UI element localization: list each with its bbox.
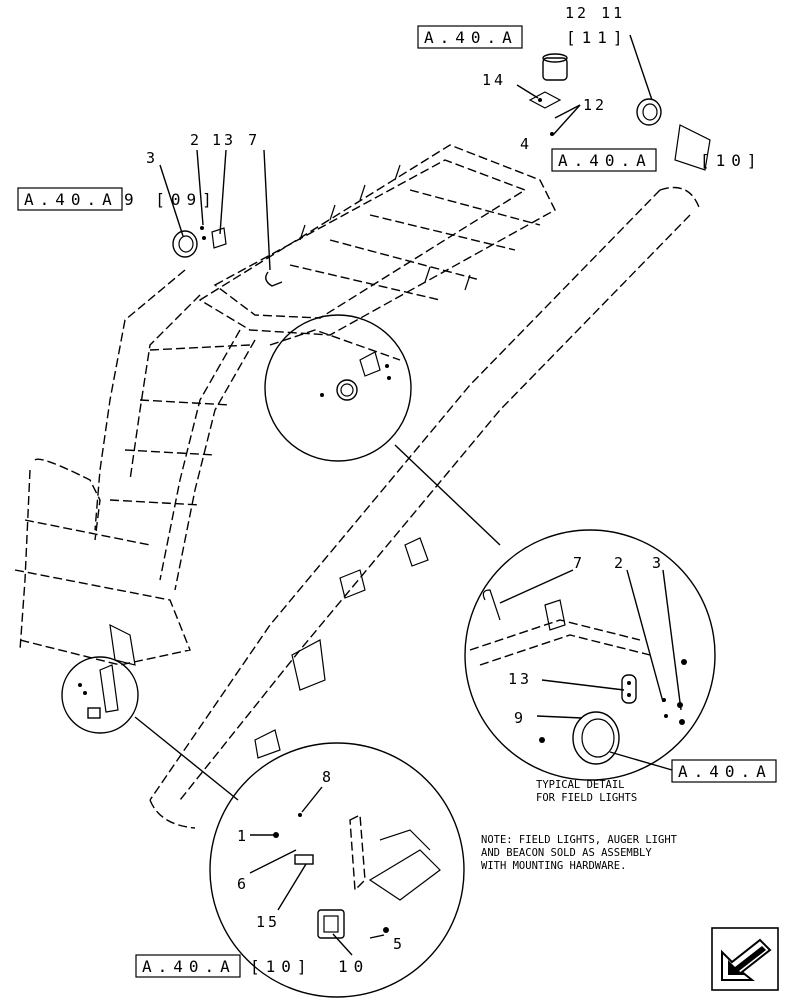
ref-bottom[interactable]: A.40.A [10] 10 [135, 954, 369, 978]
callout-12: 12 [583, 96, 607, 114]
callout-2-top: 2 [190, 131, 202, 149]
ref-right-label[interactable]: A.40.A [558, 151, 652, 170]
detail-circle-auger-light [209, 742, 465, 998]
note-line-2: AND BEACON SOLD AS ASSEMBLY [481, 847, 652, 859]
ref-top-label[interactable]: A.40.A [424, 28, 518, 47]
ref-left[interactable]: A.40.A 9 [09] [17, 187, 218, 211]
callout-7: 7 [573, 554, 585, 572]
callout-numbers: 12 11 14 12 4 3 2 13 7 7 2 3 13 9 8 1 6 … [146, 4, 664, 953]
next-page-arrow-icon[interactable] [711, 927, 779, 991]
ref-bottom-label[interactable]: A.40.A [142, 957, 236, 976]
ref-right-bracket[interactable]: [10] [700, 151, 763, 170]
callout-13-7: 13 7 [212, 131, 260, 149]
platform-frame [198, 144, 556, 336]
callout-3-detail: 3 [652, 554, 664, 572]
callout-4: 4 [520, 135, 532, 153]
ladder-frame [14, 269, 256, 666]
ref-right[interactable]: A.40.A [10] [551, 148, 763, 172]
callout-15: 15 [256, 913, 280, 931]
detail-link-upper [394, 444, 501, 546]
detail-link-small [134, 716, 239, 801]
ref-top[interactable]: A.40.A [11] [417, 25, 629, 49]
detail-circle-upper [264, 314, 412, 462]
callout-14: 14 [482, 71, 506, 89]
field-light-left [172, 226, 283, 287]
ref-top-bracket[interactable]: [11] [566, 28, 629, 47]
auger-tube [149, 186, 701, 829]
note-line-3: WITH MOUNTING HARDWARE. [481, 860, 626, 872]
typical-detail-label-2: FOR FIELD LIGHTS [536, 792, 637, 804]
ref-left-label[interactable]: A.40.A [24, 190, 118, 209]
detail-circle-field-light [464, 529, 716, 781]
beacon-assembly [528, 53, 568, 136]
ref-detail-label[interactable]: A.40.A [678, 762, 772, 781]
callout-6: 6 [237, 875, 249, 893]
callout-13-detail: 13 [508, 670, 532, 688]
ref-detail[interactable]: A.40.A [671, 759, 777, 783]
ref-bottom-bracket[interactable]: [10] [250, 957, 313, 976]
auger-light-top [636, 98, 711, 171]
detail-circle-small [61, 656, 139, 734]
ref-bottom-num[interactable]: 10 [338, 957, 369, 976]
ref-left-suffix[interactable]: 9 [09] [124, 190, 218, 209]
callout-leaders [159, 34, 682, 956]
callout-8: 8 [322, 768, 334, 786]
typical-detail-label-1: TYPICAL DETAIL [536, 779, 625, 791]
note-line-1: NOTE: FIELD LIGHTS, AUGER LIGHT [481, 834, 678, 846]
callout-12-11: 12 11 [565, 4, 625, 22]
callout-5: 5 [393, 935, 405, 953]
callout-3-top: 3 [146, 149, 158, 167]
callout-2-detail: 2 [614, 554, 626, 572]
callout-9-detail: 9 [514, 709, 526, 727]
callout-1: 1 [237, 827, 249, 845]
